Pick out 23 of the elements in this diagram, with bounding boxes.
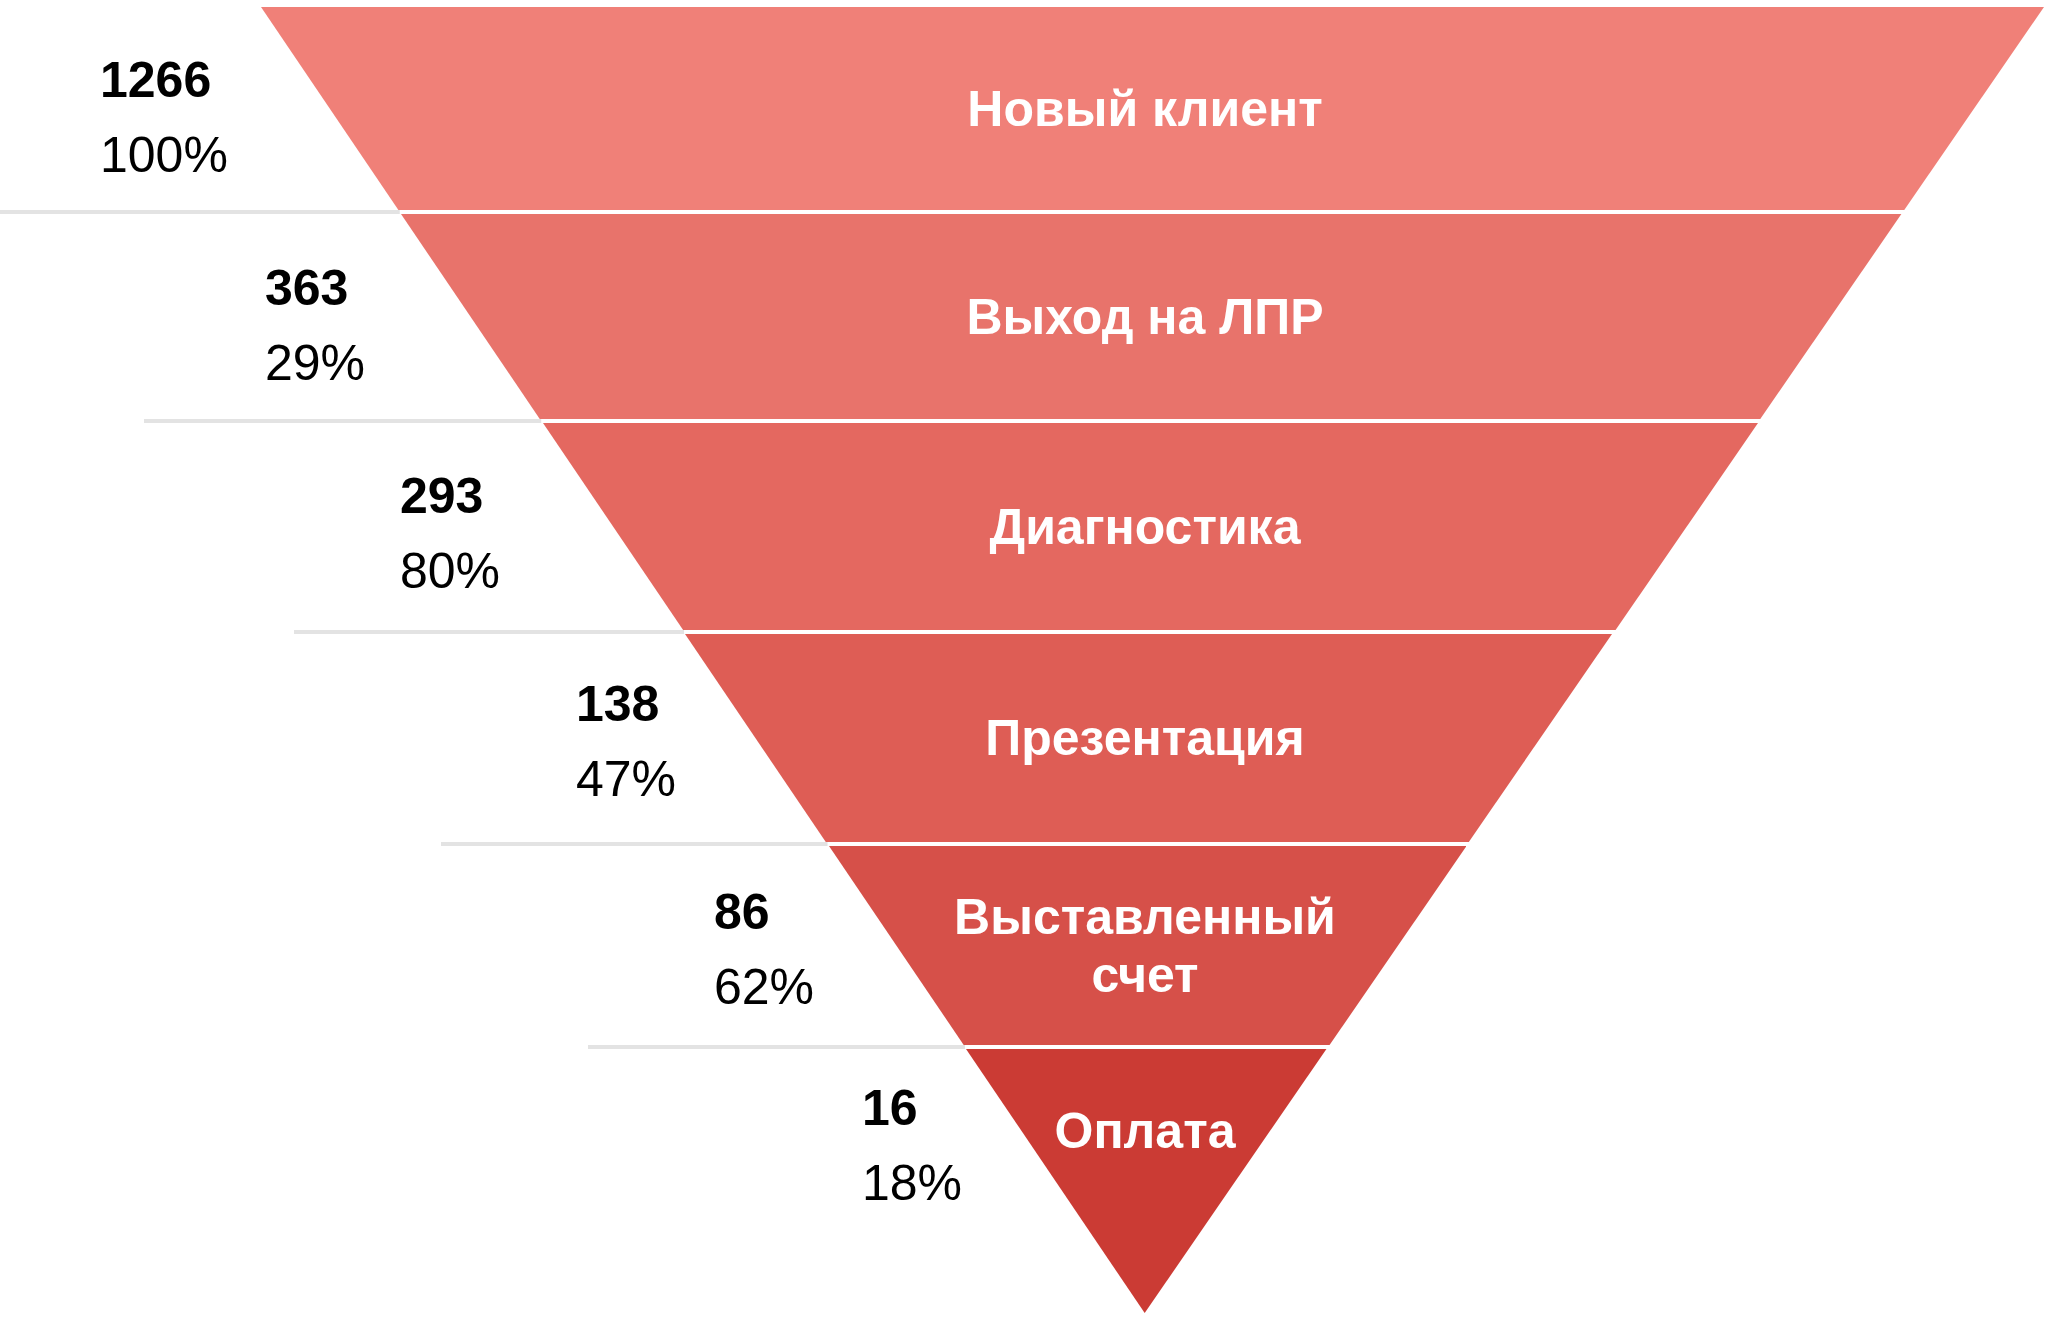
funnel-segment: [828, 846, 1467, 1045]
count-value: 138: [576, 676, 660, 732]
funnel-segment: [401, 214, 1902, 419]
stage-label: Новый клиент: [966, 79, 1324, 138]
count-value: 1266: [100, 52, 212, 108]
stage-label: Выход на ЛПР: [965, 287, 1325, 346]
stage-label: Презентация: [984, 709, 1306, 767]
stage-label: Выставленный счет: [953, 887, 1337, 1004]
funnel-segment: [261, 7, 2044, 210]
conversion-percent: 80%: [400, 543, 501, 599]
funnel-segment: [966, 1049, 1327, 1313]
count-value: 363: [265, 260, 349, 316]
stage-label: Диагностика: [988, 497, 1302, 556]
funnel-segment: [542, 423, 1758, 630]
count-value: 86: [714, 884, 770, 940]
conversion-percent: 100%: [100, 127, 228, 183]
conversion-percent: 47%: [576, 751, 677, 807]
conversion-percent: 29%: [265, 335, 366, 391]
count-value: 16: [862, 1080, 918, 1136]
funnel-segment: [685, 634, 1613, 842]
conversion-percent: 62%: [714, 959, 815, 1015]
conversion-percent: 18%: [862, 1155, 963, 1211]
count-value: 293: [400, 468, 484, 524]
